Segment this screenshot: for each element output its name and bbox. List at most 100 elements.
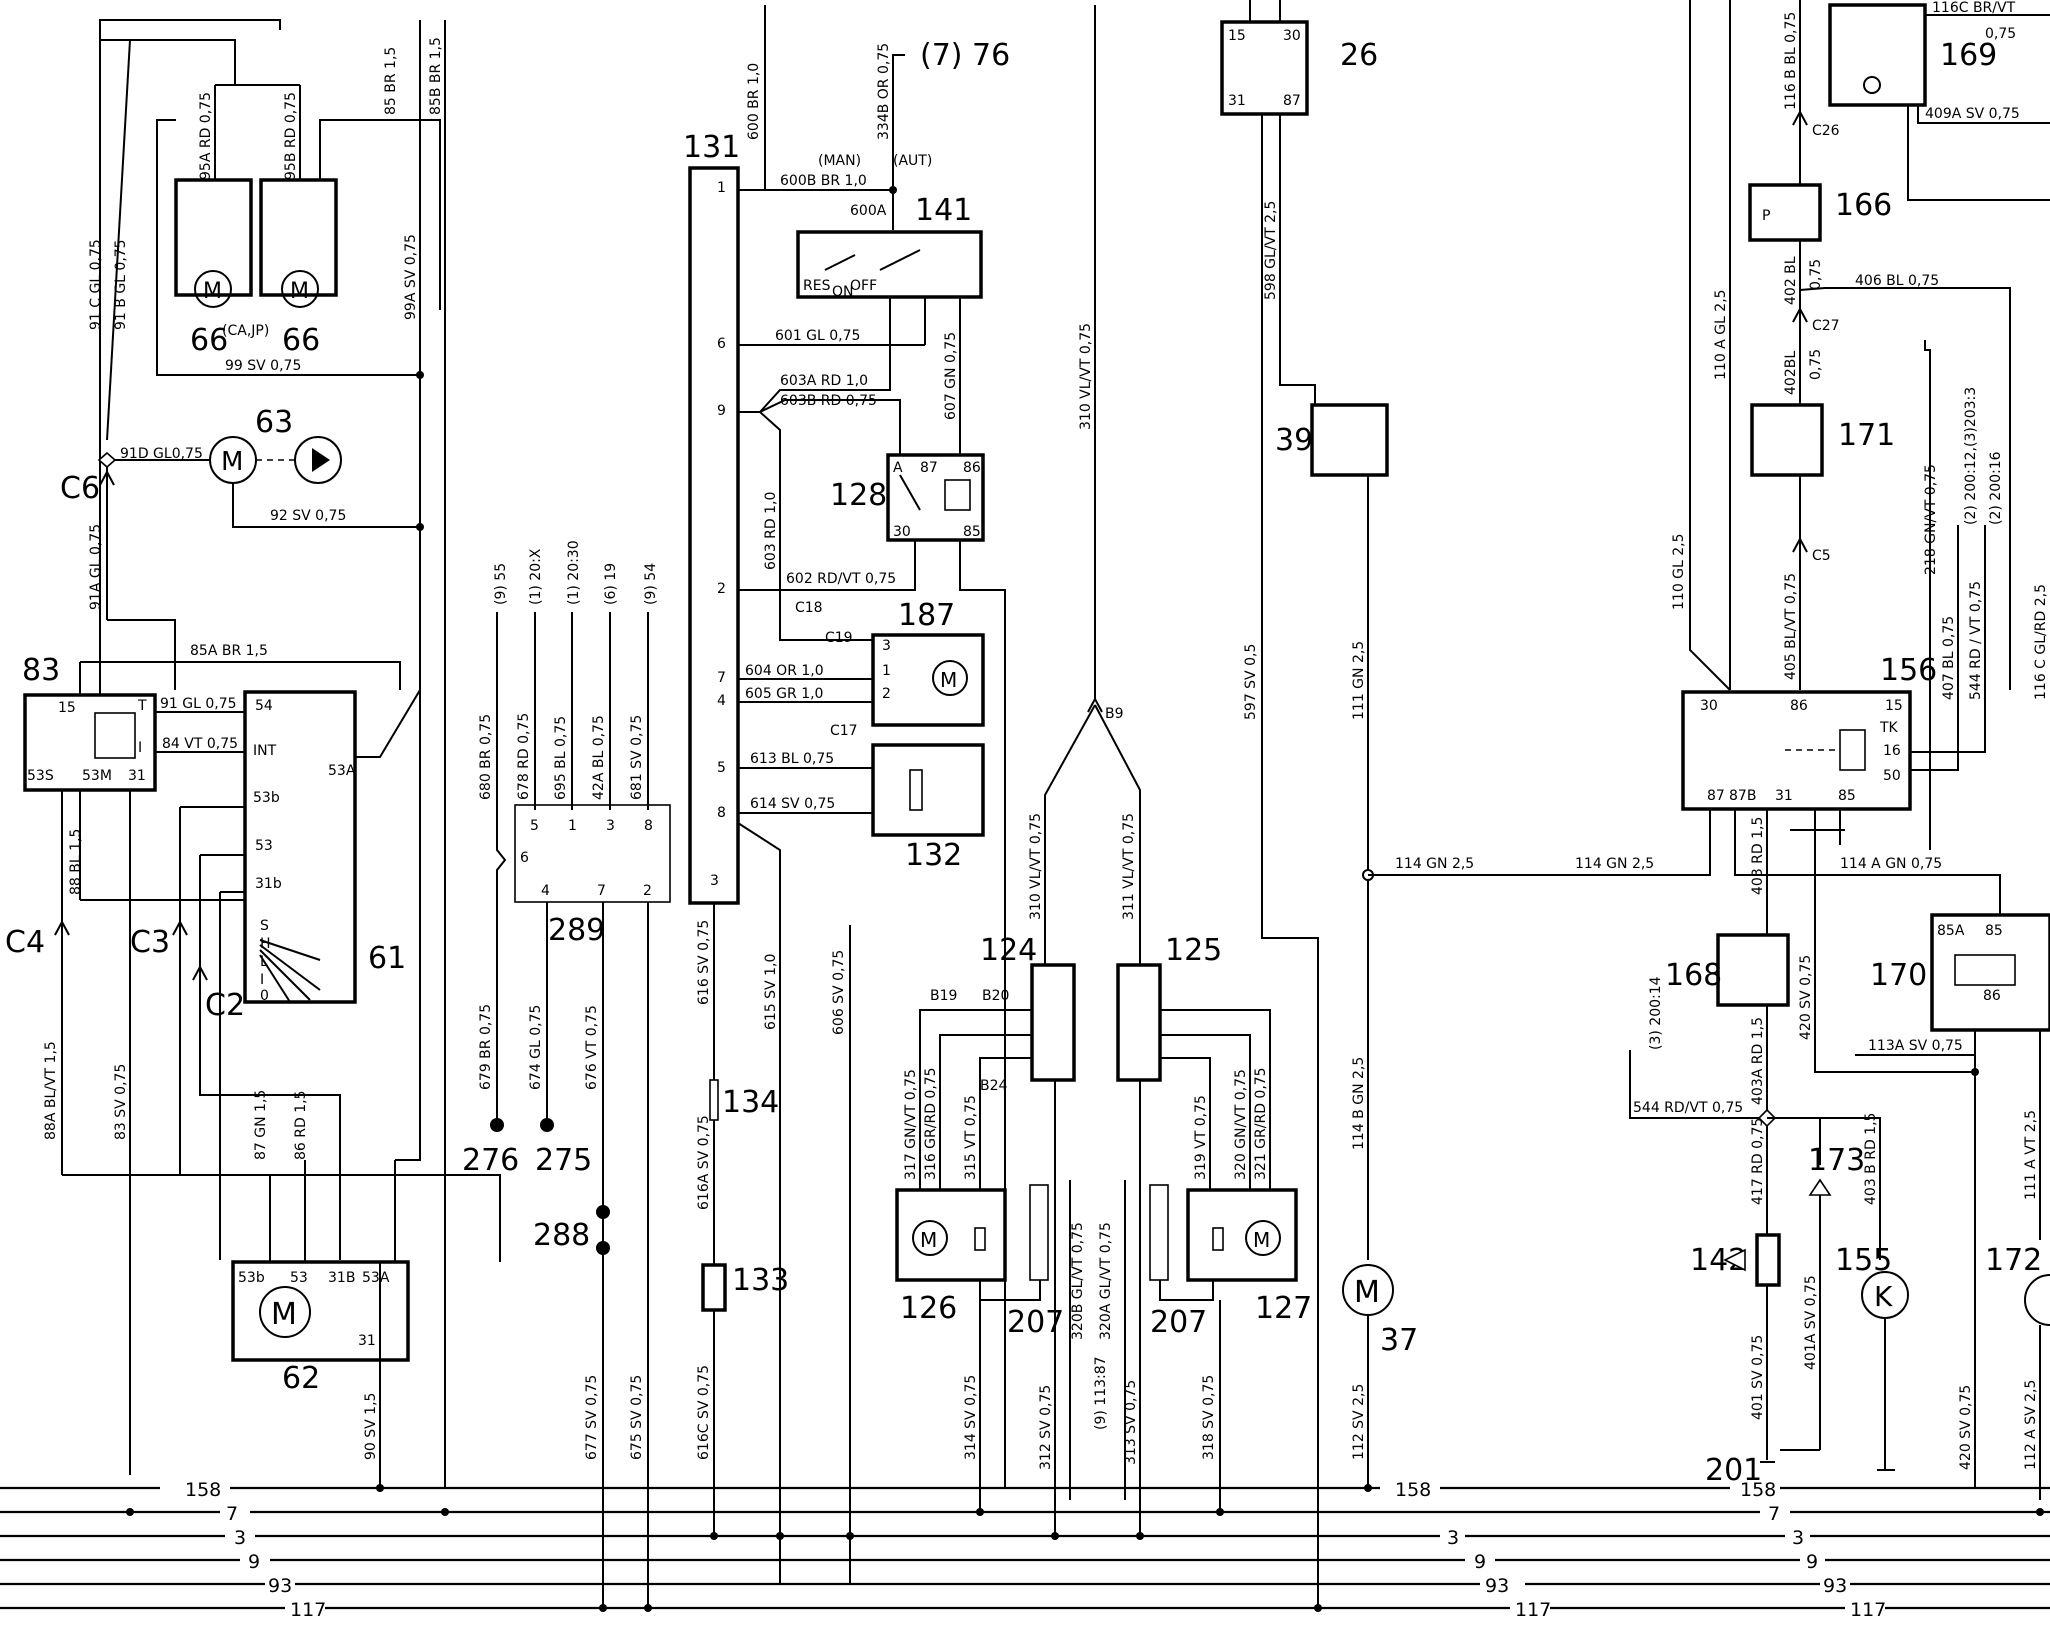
- connector-C4: C4: [5, 925, 45, 960]
- svg-text:87B: 87B: [1729, 788, 1756, 804]
- svg-text:111 GN 2,5: 111 GN 2,5: [1351, 641, 1367, 720]
- svg-text:31b: 31b: [255, 876, 282, 892]
- svg-text:1: 1: [882, 663, 891, 679]
- svg-text:31: 31: [128, 768, 146, 784]
- svg-text:600 BR 1,0: 600 BR 1,0: [746, 63, 762, 140]
- svg-text:0,75: 0,75: [1808, 349, 1824, 380]
- svg-text:A: A: [893, 460, 903, 476]
- svg-text:616C SV 0,75: 616C SV 0,75: [696, 1365, 712, 1460]
- svg-text:7: 7: [717, 670, 726, 686]
- connector-C17: C17: [830, 723, 858, 739]
- ground-bus: 158 158 158 7 7 3 3 3 9 9 9 93 93 93 117…: [0, 1479, 2050, 1621]
- svg-text:85: 85: [963, 524, 981, 540]
- svg-text:(9) 54: (9) 54: [643, 563, 659, 605]
- svg-text:600A: 600A: [850, 203, 887, 219]
- svg-text:91 C GL 0,75: 91 C GL 0,75: [88, 239, 104, 330]
- svg-text:613 BL 0,75: 613 BL 0,75: [750, 751, 834, 767]
- svg-text:ON: ON: [832, 284, 854, 300]
- wire-92: 92 SV 0,75: [270, 508, 346, 524]
- svg-text:679 BR 0,75: 679 BR 0,75: [478, 1004, 494, 1090]
- heater-207b: [1149, 1184, 1169, 1281]
- module-289-box: [514, 804, 671, 903]
- svg-text:605 GR 1,0: 605 GR 1,0: [745, 686, 823, 702]
- svg-text:31: 31: [1228, 93, 1246, 109]
- svg-text:(6) 19: (6) 19: [603, 563, 619, 605]
- component-39: 39: [1275, 423, 1313, 458]
- svg-text:(AUT): (AUT): [893, 153, 932, 169]
- svg-text:(9) 55: (9) 55: [493, 563, 509, 605]
- svg-text:53b: 53b: [238, 1270, 265, 1286]
- svg-text:53A: 53A: [362, 1270, 390, 1286]
- svg-text:TK: TK: [1879, 720, 1899, 736]
- bus-label-117-mid: 117: [1515, 1599, 1551, 1621]
- svg-text:86: 86: [963, 460, 981, 476]
- svg-text:6: 6: [717, 336, 726, 352]
- svg-text:110 GL 2,5: 110 GL 2,5: [1671, 533, 1687, 610]
- svg-text:5: 5: [717, 760, 726, 776]
- component-166: 166: [1835, 188, 1892, 223]
- svg-text:3: 3: [882, 638, 891, 654]
- svg-text:31: 31: [1775, 788, 1793, 804]
- svg-text:M: M: [1354, 1275, 1380, 1310]
- svg-text:53: 53: [255, 838, 273, 854]
- svg-text:M: M: [1253, 1228, 1270, 1252]
- connector-C18: C18: [795, 600, 823, 616]
- wiper-vertical-labels: 91 C GL 0,75 91 B GL 0,75 85 BR 1,5 85B …: [43, 37, 444, 1460]
- svg-text:P: P: [1762, 208, 1770, 224]
- svg-text:678 RD 0,75: 678 RD 0,75: [516, 713, 532, 800]
- svg-text:616 SV 0,75: 616 SV 0,75: [696, 920, 712, 1005]
- svg-text:114 A GN 0,75: 114 A GN 0,75: [1840, 856, 1942, 872]
- svg-text:420 SV 0,75: 420 SV 0,75: [1958, 1385, 1974, 1470]
- svg-text:53A: 53A: [328, 763, 356, 779]
- component-83: 83: [22, 653, 60, 688]
- bus-label-7: 7: [226, 1503, 238, 1525]
- wiper-switch-61: [243, 690, 357, 1004]
- svg-text:403 RD 1,5: 403 RD 1,5: [1750, 817, 1766, 895]
- svg-text:95A RD 0,75: 95A RD 0,75: [198, 92, 214, 180]
- fuse-133: [701, 1263, 727, 1312]
- svg-text:K: K: [1874, 1280, 1893, 1313]
- svg-text:99A SV 0,75: 99A SV 0,75: [403, 234, 419, 320]
- module-289: (9) 55 (1) 20:X (1) 20:30 (6) 19 (9) 54 …: [462, 540, 671, 1612]
- svg-text:6: 6: [520, 850, 529, 866]
- svg-text:8: 8: [717, 805, 726, 821]
- svg-text:0,75: 0,75: [1808, 259, 1824, 290]
- svg-text:M: M: [940, 668, 957, 692]
- relay-26-box: [1220, 20, 1309, 116]
- svg-text:544 RD/VT 0,75: 544 RD/VT 0,75: [1633, 1100, 1743, 1116]
- svg-text:(9) 113:87: (9) 113:87: [1093, 1356, 1109, 1430]
- svg-text:86: 86: [1790, 698, 1808, 714]
- svg-text:87: 87: [1283, 93, 1301, 109]
- svg-text:403A RD 1,5: 403A RD 1,5: [1750, 1017, 1766, 1105]
- svg-text:0: 0: [260, 988, 269, 1004]
- connector-B24: B24: [980, 1078, 1008, 1094]
- svg-text:681 SV 0,75: 681 SV 0,75: [629, 715, 645, 800]
- svg-text:M: M: [920, 1228, 937, 1252]
- component-156: 156: [1880, 653, 1937, 688]
- component-126: 126: [900, 1291, 957, 1326]
- connector-C27: C27: [1812, 318, 1840, 334]
- component-141: 141: [915, 193, 972, 228]
- component-289: 289: [548, 913, 605, 948]
- svg-text:116C BR/VT: 116C BR/VT: [1932, 0, 2016, 16]
- svg-text:607 GN 0,75: 607 GN 0,75: [943, 332, 959, 420]
- svg-text:2: 2: [643, 883, 652, 899]
- svg-text:676 VT 0,75: 676 VT 0,75: [584, 1005, 600, 1090]
- svg-text:OFF: OFF: [850, 278, 877, 294]
- bus-label-3-right: 3: [1792, 1527, 1804, 1549]
- component-187: 187: [898, 598, 955, 633]
- svg-text:INT: INT: [253, 743, 277, 759]
- svg-text:86: 86: [1983, 988, 2001, 1004]
- component-169: 169: [1940, 38, 1997, 73]
- right-section: 169 116C BR/VT 0,75 409A SV 0,75 116 B B…: [1629, 0, 2050, 1516]
- svg-text:614 SV 0,75: 614 SV 0,75: [750, 796, 835, 812]
- component-155: 170: [1870, 958, 1927, 993]
- svg-text:31B: 31B: [328, 1270, 355, 1286]
- svg-text:4: 4: [717, 693, 726, 709]
- component-207b: 207: [1150, 1305, 1207, 1340]
- svg-text:114 GN 2,5: 114 GN 2,5: [1395, 856, 1474, 872]
- component-26: 26: [1340, 38, 1378, 73]
- svg-text:53b: 53b: [253, 790, 280, 806]
- svg-text:675 SV 0,75: 675 SV 0,75: [629, 1375, 645, 1460]
